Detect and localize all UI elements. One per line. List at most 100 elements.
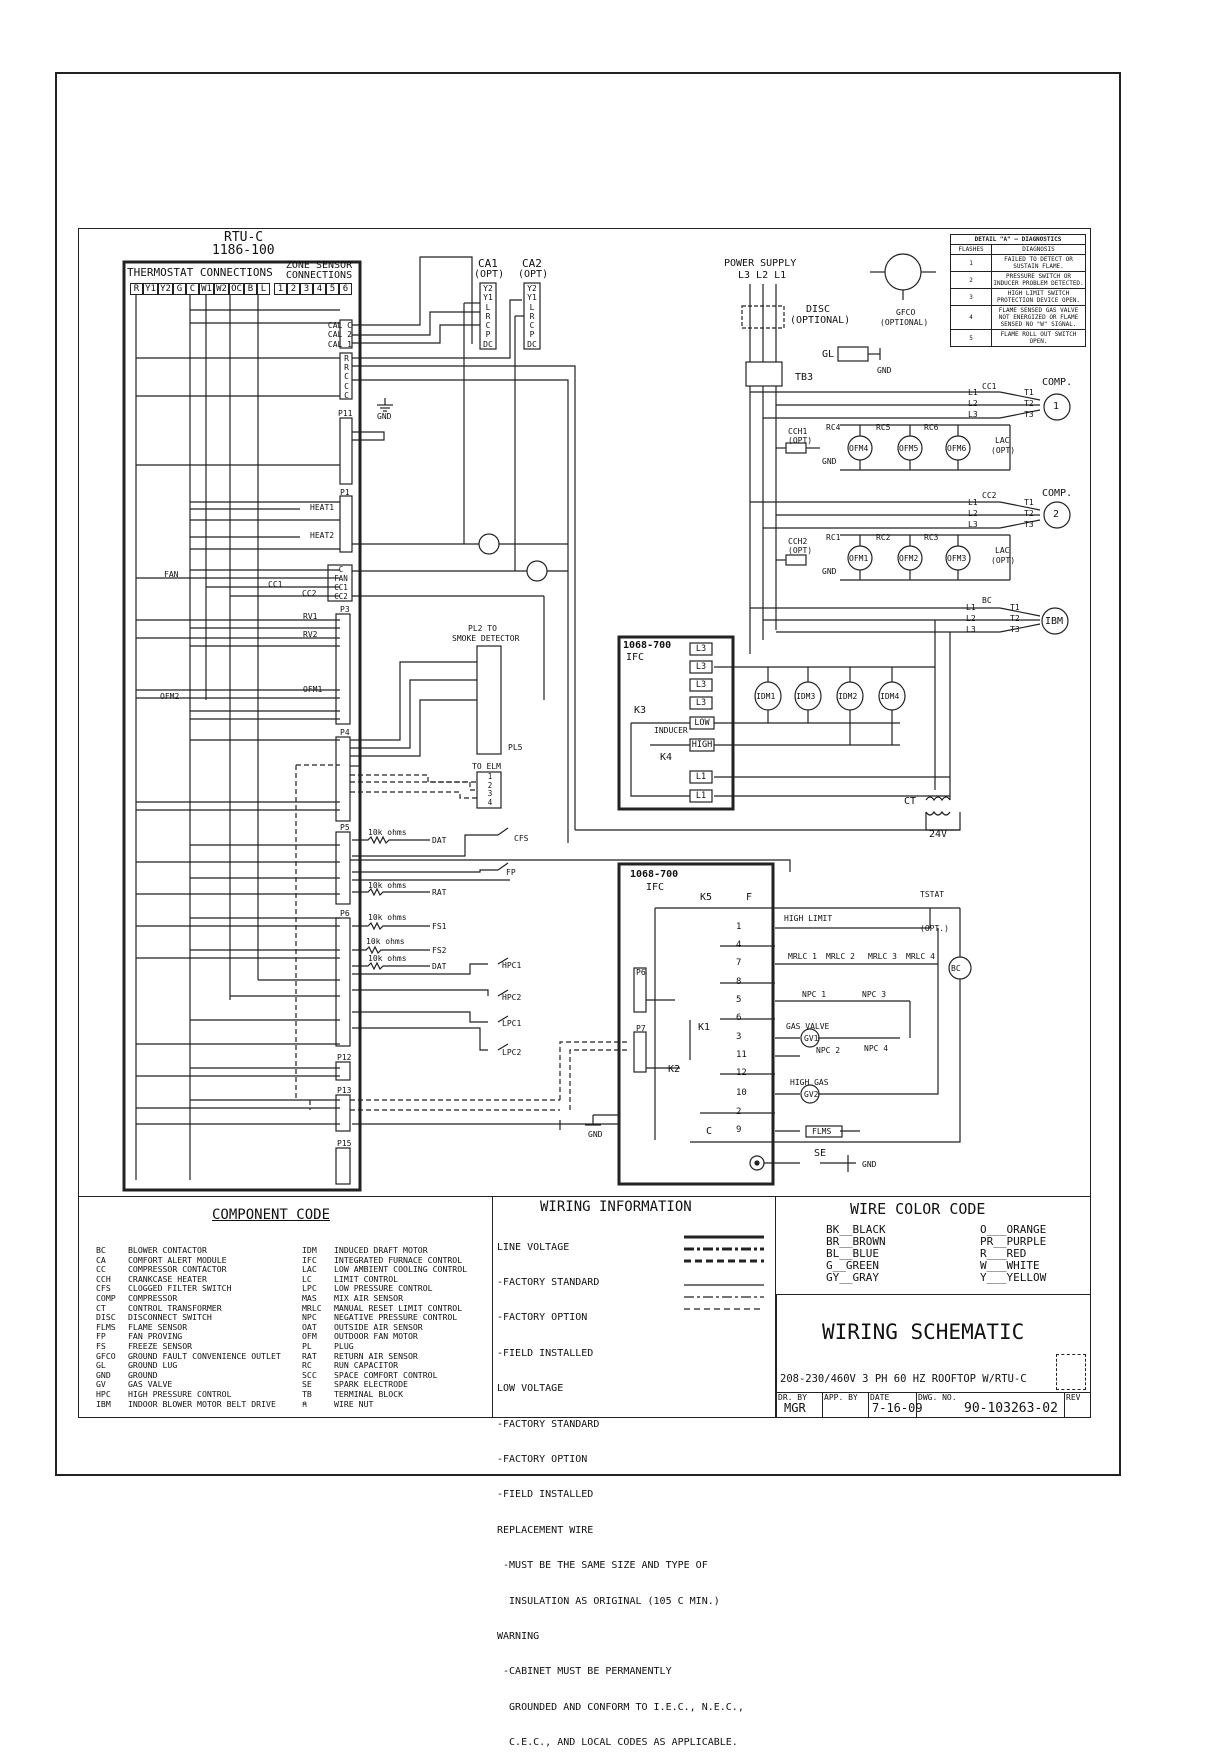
diag-flashes: 3 (951, 289, 992, 305)
component-abbr: ⍝ (302, 1398, 307, 1409)
wiring-info-line: C.E.C., AND LOCAL CODES AS APPLICABLE. (497, 1737, 738, 1749)
cal-terminal: CAL C (327, 321, 352, 330)
page-border (55, 72, 1121, 1476)
high-gas-label: HIGH GAS (790, 1078, 829, 1087)
comp1-label: COMP. (1042, 377, 1073, 388)
drawing-subtitle: 208-230/460V 3 PH 60 HZ ROOFTOP W/RTU-C (780, 1373, 1027, 1385)
thermostat-terminal: G (173, 283, 186, 295)
se-gnd: GND (862, 1160, 877, 1169)
component-abbr: COMP (96, 1292, 116, 1303)
rc-terminal: R (344, 354, 349, 363)
component-code-title: COMPONENT CODE (212, 1207, 331, 1223)
ifc2-pin: 11 (736, 1050, 747, 1060)
wire-color-entry: PR__PURPLE (980, 1235, 1047, 1248)
elm-pin: 1 (487, 772, 493, 781)
wiring-info-line: -FACTORY STANDARD (497, 1276, 600, 1288)
power-supply-lines: L3 L2 L1 (738, 270, 787, 281)
ofm1-label: OFM1 (303, 685, 323, 694)
zone-terminal: 3 (300, 283, 313, 295)
cal-terminal: CAL 2 (327, 330, 352, 340)
ifc2-pin: 3 (736, 1032, 742, 1042)
comp2-t1: T1 (1024, 498, 1034, 507)
ifc2-part: 1068-700 (630, 869, 679, 880)
diag-flashes: 2 (951, 272, 992, 288)
component-abbr: FP (96, 1331, 106, 1342)
smoke-title-2: SMOKE DETECTOR (452, 634, 520, 643)
idm4-label: IDM4 (880, 692, 900, 701)
component-abbr: NPC (302, 1312, 317, 1323)
board-title: RTU-C (224, 230, 264, 245)
fuse-label: F (746, 892, 753, 903)
power-supply-title: POWER SUPPLY (724, 258, 797, 269)
component-abbr: CT (96, 1302, 106, 1313)
zone-sensor-header: ZONE SENSOR CONNECTIONS (285, 260, 353, 281)
rc-terminal: C (344, 372, 349, 382)
component-desc: RUN CAPACITOR (334, 1360, 399, 1371)
zone-terminal: 5 (326, 283, 339, 295)
ca-terminal: Y2 (483, 284, 493, 293)
ifc2-pin: 12 (736, 1068, 747, 1078)
gfco-optional: (OPTIONAL) (880, 318, 929, 327)
component-abbr: CCH (96, 1273, 111, 1284)
component-abbr: FS (96, 1340, 106, 1351)
npc4-label: NPC 4 (864, 1044, 889, 1053)
npc2-label: NPC 2 (816, 1046, 841, 1055)
dat2-ohms: 10k ohms (368, 954, 407, 963)
dr-by-value: MGR (784, 1401, 806, 1415)
component-abbr: IDM (302, 1245, 317, 1255)
component-abbr: LPC (302, 1283, 317, 1294)
title-block-divider (776, 1392, 1091, 1393)
comp1-l2: L2 (968, 399, 978, 408)
component-abbr: CC (96, 1264, 106, 1275)
k1-label: K1 (698, 1022, 711, 1033)
ifc1-name: IFC (626, 652, 645, 663)
hpc2-label: HPC2 (502, 993, 522, 1002)
p6-ifc-label: P6 (636, 968, 646, 977)
gl-gnd: GND (877, 366, 892, 375)
rat-ohms: 10k ohms (368, 881, 407, 890)
component-abbr: FLMS (96, 1321, 116, 1332)
component-abbr: HPC (96, 1388, 111, 1399)
bc-coil-label: BC (951, 964, 961, 973)
tb3-label: TB3 (795, 372, 814, 383)
elm-pins: 1 2 3 4 (483, 772, 497, 807)
gfco-label: GFCO (896, 308, 916, 317)
component-abbr: OAT (302, 1321, 317, 1332)
gv1-label: GV1 (804, 1034, 819, 1043)
ca2-opt: (OPT) (518, 269, 549, 280)
cal-terminal: CAL 1 (327, 339, 352, 349)
heat2-label: HEAT2 (310, 531, 335, 540)
mrlc4-label: MRLC 4 (906, 952, 935, 961)
hpc1-label: HPC1 (502, 961, 522, 970)
rc6-label: RC6 (924, 423, 939, 432)
fan-label: FAN (164, 570, 179, 579)
thermostat-terminal: C (186, 283, 199, 295)
tstat-opt: (OPT.) (920, 924, 949, 933)
thermostat-terminal: R (130, 283, 143, 295)
component-desc: FAN PROVING (128, 1331, 183, 1342)
diagnostics-col-flashes: FLASHES (951, 245, 992, 254)
component-desc: INTEGRATED FURNACE CONTROL (334, 1254, 463, 1265)
lac2-opt: (OPT) (991, 556, 1016, 565)
thermostat-terminal: Y1 (143, 283, 158, 295)
title-block-col (916, 1392, 917, 1418)
rc5-label: RC5 (876, 423, 891, 432)
ca1-terminals: Y2 Y1 L R C P DC (481, 284, 495, 349)
diag-text: HIGH LIMIT SWITCH PROTECTION DEVICE OPEN… (996, 290, 1081, 304)
ifc1-terminal: L3 (695, 644, 707, 654)
component-abbr: GL (96, 1360, 106, 1371)
comp2-t2: T2 (1024, 509, 1034, 518)
npc1-label: NPC 1 (802, 990, 827, 999)
ca-terminal: C (485, 321, 491, 331)
ifc1-terminal: HIGH (691, 740, 713, 750)
component-desc: COMPRESSOR (128, 1292, 178, 1303)
diag-text: FLAME ROLL OUT SWITCH OPEN. (1000, 331, 1077, 345)
